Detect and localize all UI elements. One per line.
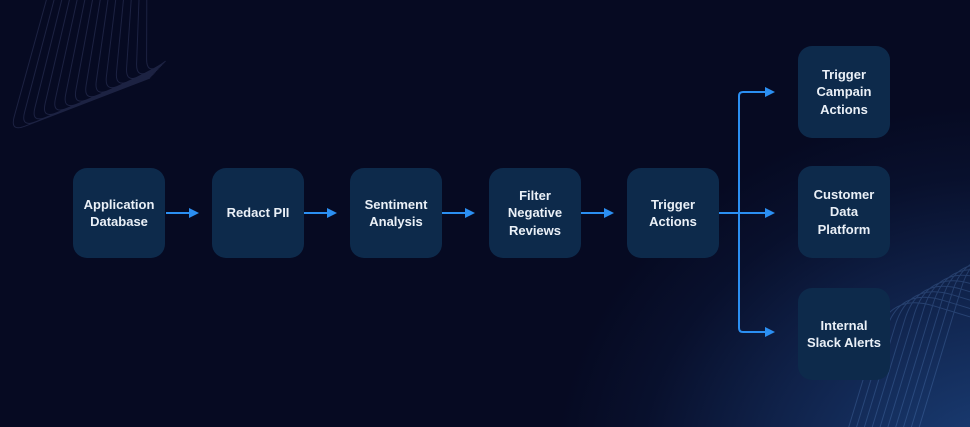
node-label: Internal Slack Alerts (807, 317, 881, 350)
node-filter-negative-reviews: Filter Negative Reviews (489, 168, 581, 258)
node-customer-data-platform: Customer Data Platform (798, 166, 890, 258)
node-label: Redact PII (226, 205, 290, 221)
node-trigger-campain-actions: Trigger Campain Actions (798, 46, 890, 138)
node-internal-slack-alerts: Internal Slack Alerts (798, 288, 890, 380)
node-application-database: Application Database (73, 168, 165, 258)
node-label: Sentiment Analysis (364, 196, 428, 229)
node-label: Trigger Campain Actions (816, 67, 872, 117)
node-label: Application Database (83, 196, 155, 229)
node-label: Filter Negative Reviews (507, 188, 563, 238)
arrow-trigger-to-campain (738, 87, 775, 213)
node-label: Trigger Actions (649, 196, 697, 229)
arrow-trigger-to-slack (738, 213, 775, 337)
node-trigger-actions: Trigger Actions (627, 168, 719, 258)
node-label: Customer Data Platform (813, 187, 875, 237)
node-redact-pii: Redact PII (212, 168, 304, 258)
node-sentiment-analysis: Sentiment Analysis (350, 168, 442, 258)
